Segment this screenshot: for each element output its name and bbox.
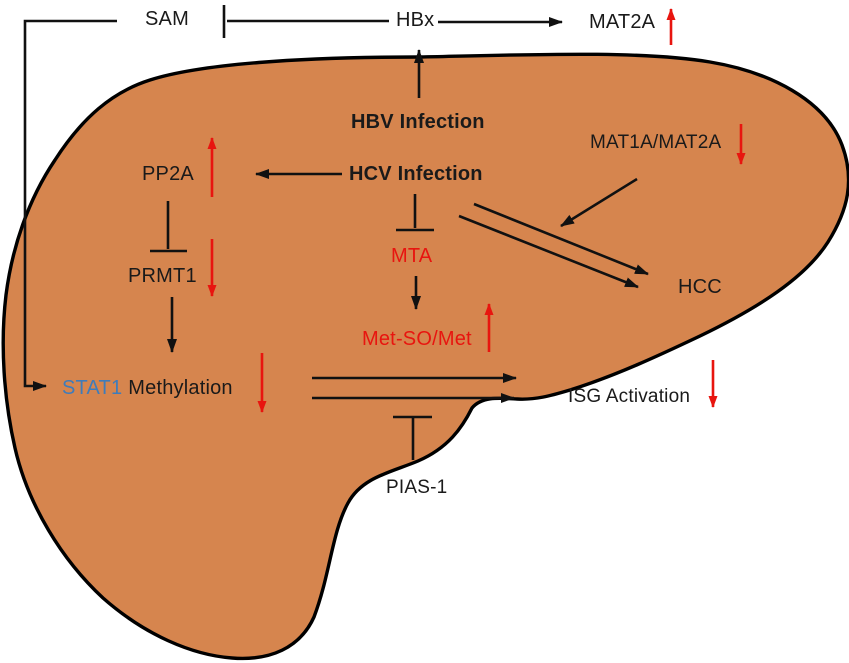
node-isg-activation: ISG Activation (568, 386, 691, 407)
node-mat2a: MAT2A (589, 11, 656, 33)
node-mta: MTA (391, 245, 433, 267)
double-arrow-stat1-to-isg (312, 373, 517, 403)
inhibit-hbx-to-sam (222, 5, 389, 38)
double-arrow-hcv-to-hcc (458, 202, 649, 289)
inhibit-pias1-to-isg-axis (393, 415, 432, 460)
node-hbx: HBx (396, 9, 435, 31)
node-sam: SAM (145, 8, 189, 30)
node-met-so-met: Met-SO/Met (362, 328, 472, 350)
node-pp2a: PP2A (142, 163, 194, 185)
node-pias1: PIAS-1 (386, 477, 448, 498)
node-hcc: HCC (678, 276, 722, 298)
node-mat1a-mat2a: MAT1A/MAT2A (590, 132, 722, 153)
inhibit-pp2a-to-prmt1 (150, 201, 187, 253)
node-prmt1: PRMT1 (128, 265, 197, 287)
liver-silhouette (1, 52, 849, 661)
node-hbv-infection: HBV Infection (351, 111, 485, 133)
inhibit-hcv-to-mta (396, 194, 434, 232)
methylation-text: Methylation (128, 377, 233, 399)
arrow-sam-to-stat1-methylation (23, 19, 117, 391)
node-hcv-infection: HCV Infection (349, 163, 483, 185)
arrow-mat1a-to-hcc-axis (560, 177, 638, 228)
stat1-text: STAT1 (62, 377, 123, 399)
